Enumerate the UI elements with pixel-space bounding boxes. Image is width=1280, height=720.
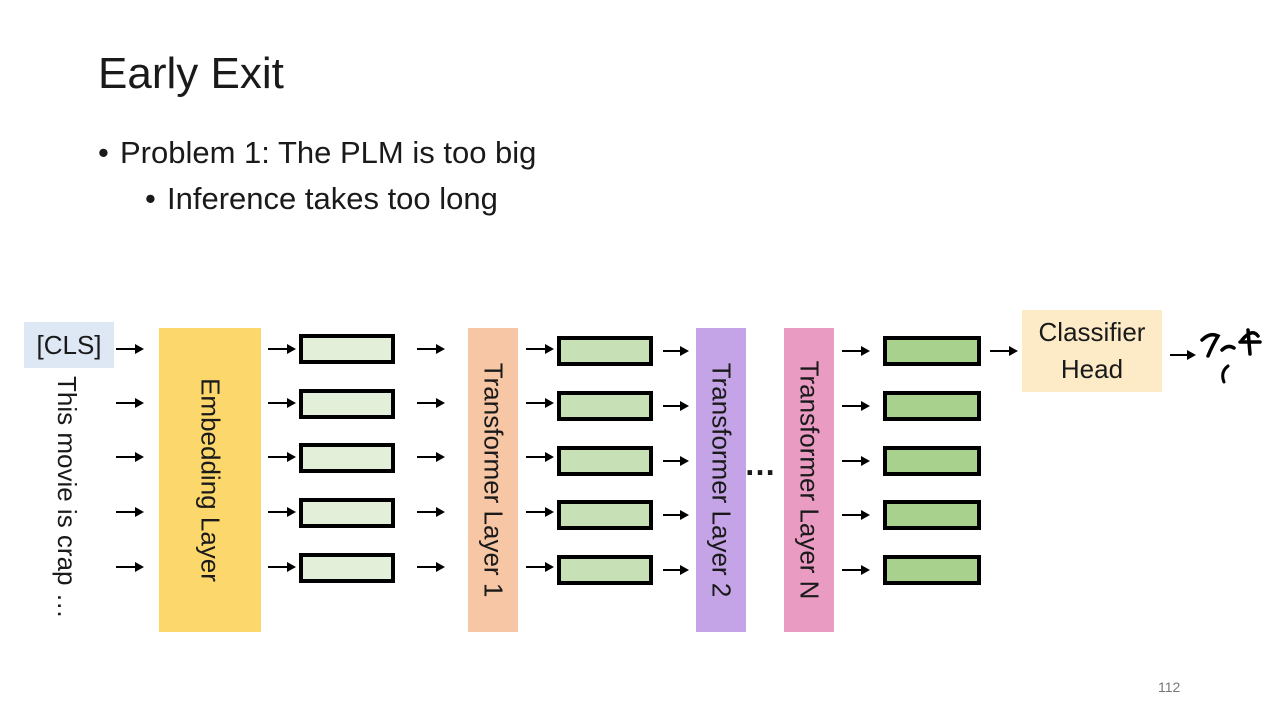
- classifier-head: Classifier Head: [1022, 310, 1162, 392]
- arrow-icon: [116, 505, 144, 519]
- embedding-layer: Embedding Layer: [159, 328, 261, 632]
- bullet-text: Inference takes too long: [167, 181, 498, 216]
- arrow-icon: [1170, 348, 1196, 362]
- arrow-icon: [663, 454, 689, 468]
- arrow-icon: [116, 396, 144, 410]
- layer-label: Transformer Layer 1: [478, 362, 509, 598]
- output-vector: [883, 336, 981, 366]
- classifier-label-line2: Head: [1060, 354, 1124, 384]
- classifier-label-line1: Classifier: [1038, 317, 1146, 347]
- arrow-icon: [417, 396, 445, 410]
- arrow-icon: [663, 344, 689, 358]
- bullet-level-2: • Inference takes too long: [145, 180, 498, 218]
- layers-ellipsis: …: [744, 446, 777, 482]
- hidden-vector: [557, 500, 653, 530]
- arrow-icon: [526, 450, 554, 464]
- bullet-dot-icon: •: [98, 135, 109, 170]
- arrow-icon: [842, 563, 870, 577]
- arrow-icon: [990, 344, 1018, 358]
- arrow-icon: [116, 342, 144, 356]
- embedding-vector: [299, 334, 395, 364]
- arrow-icon: [663, 399, 689, 413]
- embedding-vector: [299, 553, 395, 583]
- arrow-icon: [526, 396, 554, 410]
- arrow-icon: [268, 450, 296, 464]
- embedding-vector: [299, 498, 395, 528]
- layer-label: Embedding Layer: [195, 378, 226, 582]
- arrow-icon: [526, 505, 554, 519]
- arrow-icon: [526, 560, 554, 574]
- transformer-layer-n: Transformer Layer N: [784, 328, 834, 632]
- arrow-icon: [417, 505, 445, 519]
- layer-label: Transformer Layer N: [794, 360, 825, 600]
- arrow-icon: [842, 508, 870, 522]
- arrow-icon: [417, 560, 445, 574]
- output-vector: [883, 555, 981, 585]
- transformer-layer-1: Transformer Layer 1: [468, 328, 518, 632]
- arrow-icon: [526, 342, 554, 356]
- page-number: 112: [1158, 679, 1181, 695]
- hidden-vector: [557, 446, 653, 476]
- arrow-icon: [842, 454, 870, 468]
- arrow-icon: [268, 560, 296, 574]
- bullet-text: Problem 1: The PLM is too big: [120, 135, 537, 170]
- arrow-icon: [842, 399, 870, 413]
- arrow-icon: [842, 344, 870, 358]
- arrow-icon: [268, 505, 296, 519]
- output-vector: [883, 446, 981, 476]
- arrow-icon: [116, 560, 144, 574]
- hidden-vector: [557, 555, 653, 585]
- embedding-vector: [299, 389, 395, 419]
- hidden-vector: [557, 391, 653, 421]
- arrow-icon: [116, 450, 144, 464]
- output-vector: [883, 391, 981, 421]
- embedding-vector: [299, 443, 395, 473]
- slide-title: Early Exit: [98, 49, 284, 98]
- layer-label: Transformer Layer 2: [706, 362, 737, 598]
- arrow-icon: [663, 508, 689, 522]
- hidden-vector: [557, 336, 653, 366]
- transformer-layer-2: Transformer Layer 2: [696, 328, 746, 632]
- arrow-icon: [268, 342, 296, 356]
- arrow-icon: [663, 563, 689, 577]
- bullet-level-1: • Problem 1: The PLM is too big: [98, 134, 536, 172]
- arrow-icon: [417, 342, 445, 356]
- handwritten-scribble-icon: [1200, 328, 1262, 384]
- input-sentence: This movie is crap …: [52, 376, 82, 619]
- cls-token-box: [CLS]: [24, 322, 114, 368]
- arrow-icon: [417, 450, 445, 464]
- arrow-icon: [268, 396, 296, 410]
- output-vector: [883, 500, 981, 530]
- bullet-dot-icon: •: [145, 181, 156, 216]
